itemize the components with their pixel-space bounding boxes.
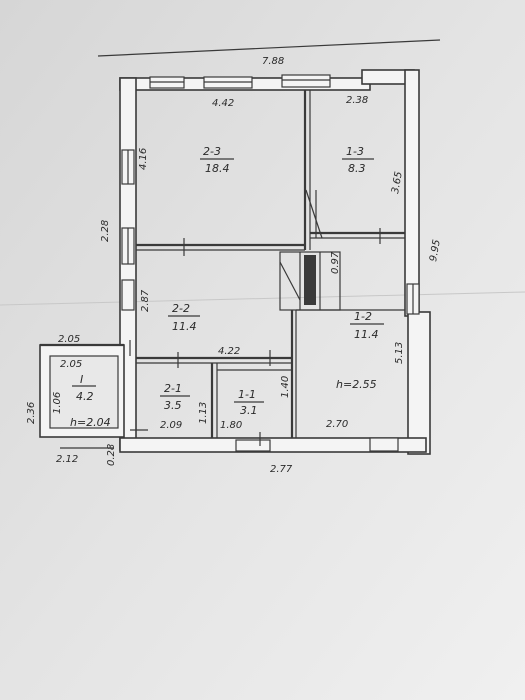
dimension-labels: 7.88 4.42 2.38 4.16 3.65 9.95 2.28 2.87 … xyxy=(26,56,443,475)
room-I-area: 4.2 xyxy=(76,390,94,403)
room-2-3-id: 2-3 xyxy=(203,145,221,158)
main-height-label: h=2.55 xyxy=(336,378,377,391)
dim-2-09: 2.09 xyxy=(160,420,182,431)
room-2-1-id: 2-1 xyxy=(164,382,182,395)
room-2-1-area: 3.5 xyxy=(164,399,182,412)
dim-3-65: 3.65 xyxy=(390,171,405,195)
dim-1-40: 1.40 xyxy=(280,376,291,398)
dim-2-05-outer: 2.05 xyxy=(58,334,80,345)
dim-2-36: 2.36 xyxy=(26,402,37,424)
room-1-2-area: 11.4 xyxy=(354,328,379,341)
dim-1-06: 1.06 xyxy=(52,392,63,414)
room-2-2-id: 2-2 xyxy=(172,302,190,315)
room-1-2-id: 1-2 xyxy=(354,310,372,323)
dim-4-16: 4.16 xyxy=(138,148,149,170)
top-dimension-line xyxy=(97,39,441,57)
dim-4-42: 4.42 xyxy=(212,98,234,109)
dimension-ticks xyxy=(60,228,381,449)
room-1-1-id: 1-1 xyxy=(238,388,256,401)
room-1-3-id: 1-3 xyxy=(346,145,364,158)
dim-2-38: 2.38 xyxy=(346,95,368,106)
dim-2-87: 2.87 xyxy=(140,289,151,312)
annex-height-label: h=2.04 xyxy=(70,416,111,429)
dim-4-22: 4.22 xyxy=(218,346,240,357)
room-2-2-area: 11.4 xyxy=(172,320,197,333)
dim-5-13: 5.13 xyxy=(394,342,405,364)
annex-walls xyxy=(39,343,125,438)
paper-fold xyxy=(0,291,525,306)
dim-overall-top: 7.88 xyxy=(262,56,284,67)
dim-0-97: 0.97 xyxy=(330,251,341,274)
dim-1-13: 1.13 xyxy=(198,402,209,424)
room-1-3-area: 8.3 xyxy=(348,162,366,175)
room-1-1-area: 3.1 xyxy=(240,404,258,417)
windows xyxy=(121,74,420,452)
dim-2-28: 2.28 xyxy=(100,220,111,242)
room-2-3-area: 18.4 xyxy=(205,162,230,175)
dim-1-80: 1.80 xyxy=(220,420,242,431)
dim-overall-right: 9.95 xyxy=(428,239,443,263)
room-I-id: I xyxy=(80,373,83,386)
dim-overall-bottom: 2.77 xyxy=(270,464,293,475)
dim-2-70: 2.70 xyxy=(326,419,348,430)
dim-2-12: 2.12 xyxy=(56,454,78,465)
dim-0-28: 0.28 xyxy=(106,444,117,466)
room-labels: 2-3 18.4 1-3 8.3 2-2 11.4 1-2 11.4 2-1 3… xyxy=(70,145,384,429)
interior-walls xyxy=(136,90,405,438)
dim-2-05-inner: 2.05 xyxy=(60,359,82,370)
